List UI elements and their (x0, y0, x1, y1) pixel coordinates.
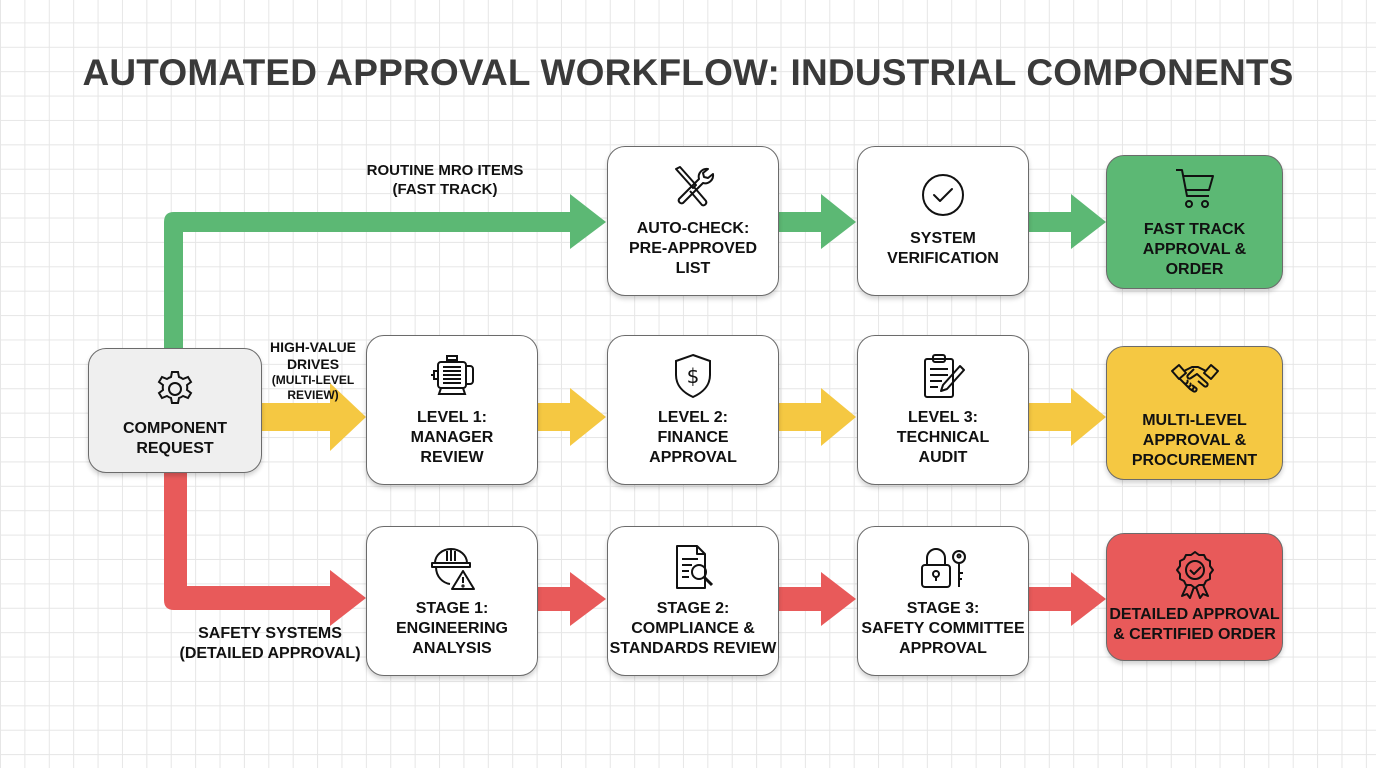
level-1-label: LEVEL 1: MANAGER REVIEW (410, 409, 494, 466)
multi-level-arrow-shaft-2 (779, 403, 823, 431)
stage-3-safety-committee-node[interactable]: STAGE 3: SAFETY COMMITTEE APPROVAL (857, 526, 1029, 676)
svg-text:$: $ (687, 364, 700, 388)
safety-outcome-label: DETAILED APPROVAL & CERTIFIED ORDER (1109, 606, 1280, 643)
safety-path (164, 470, 1106, 626)
multi-level-path-label: HIGH-VALUE DRIVES (269, 339, 357, 372)
diagram-title: AUTOMATED APPROVAL WORKFLOW: INDUSTRIAL … (82, 52, 1294, 93)
safety-path-label: SAFETY SYSTEMS (DETAILED APPROVAL) (179, 625, 361, 662)
fast-track-outcome-node[interactable]: FAST TRACK APPROVAL & ORDER (1106, 155, 1283, 289)
component-request-label: COMPONENT REQUEST (123, 419, 227, 457)
fast-track-outcome-label: FAST TRACK APPROVAL & ORDER (1142, 221, 1247, 278)
multi-level-arrow-shaft-3 (1029, 403, 1073, 431)
fast-track-arrow-shaft-2 (1029, 212, 1073, 232)
shield-dollar-icon: $ (668, 352, 718, 402)
fast-track-path-label: ROUTINE MRO ITEMS (FAST TRACK) (366, 162, 524, 198)
certified-badge-icon (1170, 549, 1220, 599)
safety-arrow-shaft-2 (779, 587, 823, 611)
multi-level-arrowhead-3 (1071, 388, 1106, 446)
lock-key-icon (918, 543, 968, 593)
fast-track-arrow-shaft-1 (779, 212, 823, 232)
stage-2-compliance-review-node[interactable]: STAGE 2: COMPLIANCE & STANDARDS REVIEW (607, 526, 779, 676)
check-circle-icon (918, 173, 968, 223)
gear-icon (150, 363, 200, 413)
multi-level-arrow-shaft-1 (538, 403, 572, 431)
level-2-label: LEVEL 2: FINANCE APPROVAL (649, 409, 737, 466)
multi-level-arrowhead-2 (821, 388, 856, 446)
safety-arrowhead (330, 570, 366, 626)
tools-icon (668, 163, 718, 213)
safety-outcome-node[interactable]: DETAILED APPROVAL & CERTIFIED ORDER (1106, 533, 1283, 661)
multi-level-path-sublabel: (MULTI-LEVEL REVIEW) (271, 373, 355, 402)
multi-level-arrowhead (330, 383, 366, 451)
handshake-icon (1170, 355, 1220, 405)
safety-arrowhead-1 (570, 572, 606, 626)
safety-arrowhead-3 (1071, 572, 1106, 626)
document-search-icon (668, 543, 718, 593)
multi-level-outcome-node[interactable]: MULTI-LEVEL APPROVAL & PROCUREMENT (1106, 346, 1283, 480)
safety-connector (164, 470, 332, 610)
multi-level-path (261, 383, 1106, 451)
component-request-node[interactable]: COMPONENT REQUEST (88, 348, 262, 473)
auto-check-label: AUTO-CHECK: PRE-APPROVED LIST (628, 220, 758, 277)
system-verification-node[interactable]: SYSTEM VERIFICATION (857, 146, 1029, 296)
level-3-label: LEVEL 3: TECHNICAL AUDIT (896, 409, 990, 466)
fast-track-arrowhead (570, 194, 606, 249)
fast-track-arrowhead-2 (1071, 194, 1106, 249)
stage-1-label: STAGE 1: ENGINEERING ANALYSIS (395, 600, 508, 657)
multi-level-connector (261, 403, 334, 431)
multi-level-outcome-label: MULTI-LEVEL APPROVAL & PROCUREMENT (1131, 412, 1258, 469)
level-1-manager-review-node[interactable]: LEVEL 1: MANAGER REVIEW (366, 335, 538, 485)
level-3-technical-audit-node[interactable]: LEVEL 3: TECHNICAL AUDIT (857, 335, 1029, 485)
safety-arrowhead-2 (821, 572, 856, 626)
fast-track-arrowhead-1 (821, 194, 856, 249)
motor-icon (427, 352, 477, 402)
multi-level-arrowhead-1 (570, 388, 606, 446)
stage-2-label: STAGE 2: COMPLIANCE & STANDARDS REVIEW (609, 600, 777, 657)
level-2-finance-approval-node[interactable]: $ LEVEL 2: FINANCE APPROVAL (607, 335, 779, 485)
system-verification-label: SYSTEM VERIFICATION (887, 230, 999, 267)
auto-check-node[interactable]: AUTO-CHECK: PRE-APPROVED LIST (607, 146, 779, 296)
safety-arrow-shaft-3 (1029, 587, 1073, 611)
stage-1-engineering-analysis-node[interactable]: STAGE 1: ENGINEERING ANALYSIS (366, 526, 538, 676)
fast-track-connector (164, 212, 572, 350)
clipboard-pen-icon (918, 352, 968, 402)
fast-track-path (164, 194, 1106, 350)
hardhat-warning-icon (427, 543, 477, 593)
stage-3-label: STAGE 3: SAFETY COMMITTEE APPROVAL (861, 600, 1025, 657)
safety-arrow-shaft-1 (538, 587, 572, 611)
shopping-cart-icon (1170, 164, 1220, 214)
